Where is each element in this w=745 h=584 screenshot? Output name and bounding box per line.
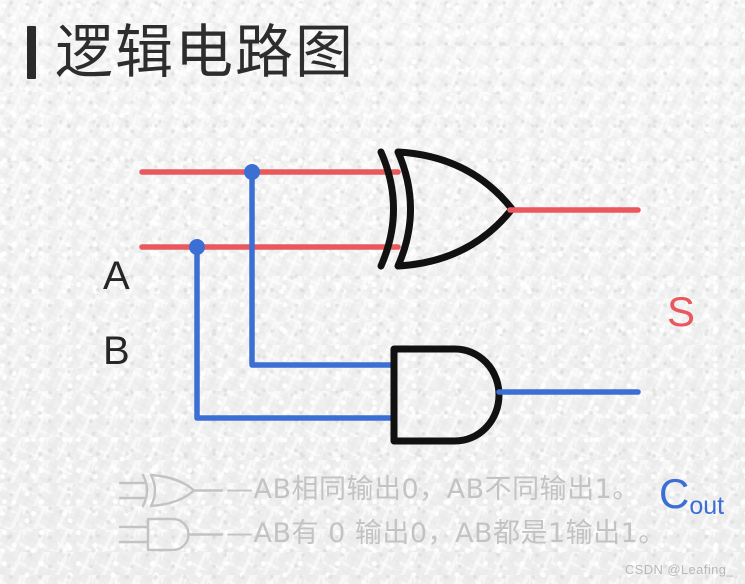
caption-row-xor: —AB相同输出0，AB不同输出1。 bbox=[118, 468, 640, 512]
caption-text-and: —AB有 0 输出0，AB都是1输出1。 bbox=[226, 518, 666, 549]
logic-circuit-diagram: A B S Cout bbox=[0, 104, 745, 520]
output-label-cout-subscript: out bbox=[689, 492, 725, 520]
junction-dot-a bbox=[244, 164, 260, 180]
wire-b-branch-to-and bbox=[194, 244, 396, 421]
title-row: 逻辑电路图 bbox=[0, 0, 745, 104]
output-label-s: S bbox=[667, 288, 696, 335]
wire-a-branch-to-and bbox=[249, 169, 396, 368]
page-title: 逻辑电路图 bbox=[55, 18, 356, 86]
xor-gate-back-arc bbox=[377, 148, 397, 270]
output-label-cout-main: C bbox=[659, 470, 690, 517]
caption-text-xor: —AB相同输出0，AB不同输出1。 bbox=[226, 474, 640, 505]
input-label-a: A bbox=[103, 254, 130, 298]
input-label-b: B bbox=[103, 329, 130, 373]
junction-dot-b bbox=[189, 239, 205, 255]
output-label-cout: Cout bbox=[659, 473, 725, 521]
caption-row-and: —AB有 0 输出0，AB都是1输出1。 bbox=[118, 512, 666, 556]
and-gate-body bbox=[390, 345, 503, 445]
xor-gate-icon bbox=[118, 473, 224, 508]
circuit-svg bbox=[139, 148, 641, 445]
and-gate-icon bbox=[118, 517, 224, 552]
caption-list: —AB相同输出0，AB不同输出1。 —AB有 0 输出0，AB都是1输出1。 bbox=[0, 466, 745, 566]
xor-gate-body bbox=[394, 148, 516, 270]
title-accent-bar bbox=[27, 26, 36, 79]
watermark: CSDN @Leafing_ bbox=[624, 562, 734, 577]
